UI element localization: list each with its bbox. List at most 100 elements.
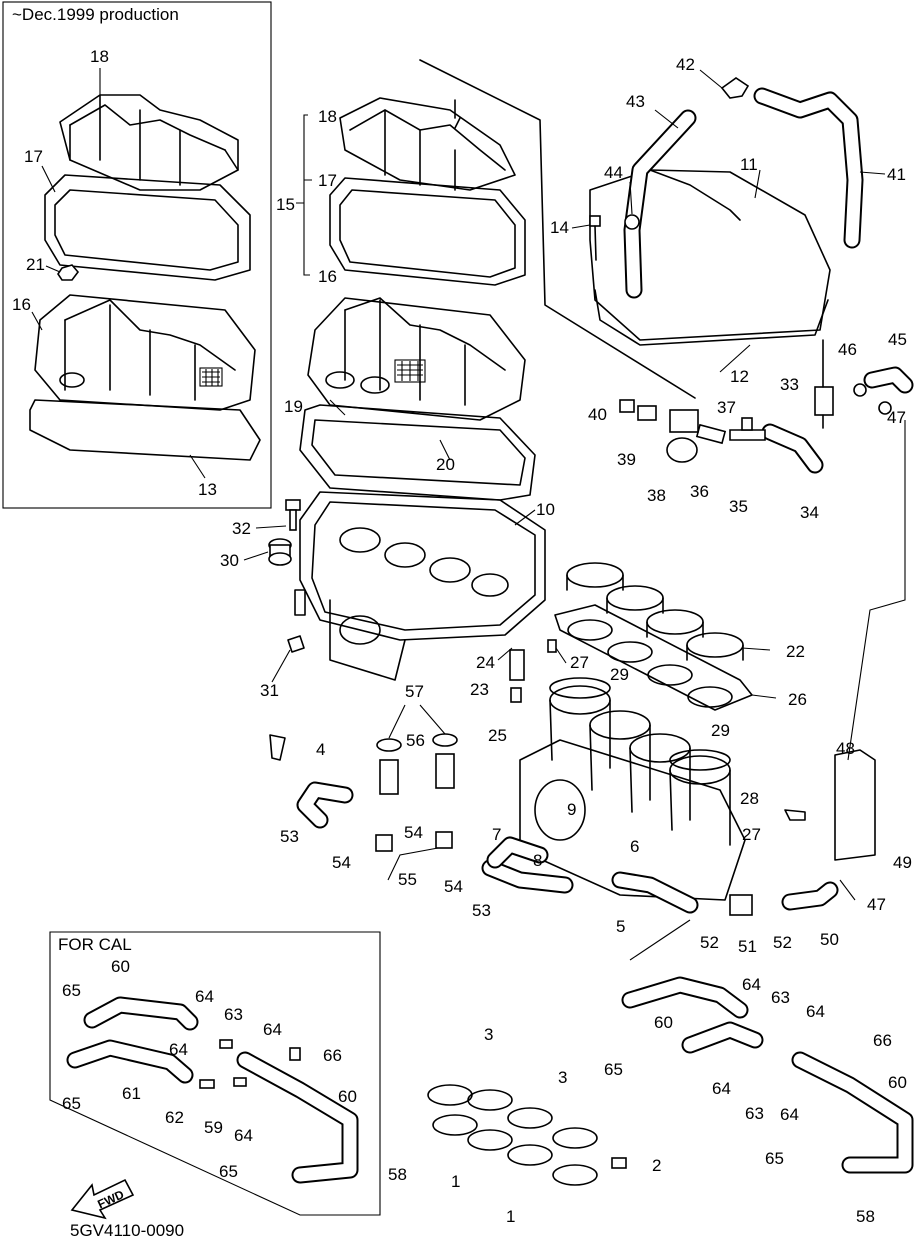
- part-30-grommet: [268, 538, 292, 566]
- part-37-joint: [669, 409, 699, 433]
- callout-52: 52: [773, 933, 792, 952]
- callout-33: 33: [780, 375, 799, 394]
- part-10-airbox-lower: [294, 491, 546, 681]
- callout-25: 25: [488, 726, 507, 745]
- callout-16: 16: [12, 295, 31, 314]
- callout-42: 42: [676, 55, 695, 74]
- callout-36: 36: [690, 482, 709, 501]
- callout-44: 44: [604, 163, 623, 182]
- callout-10: 10: [536, 500, 555, 519]
- part-44-clip: [624, 214, 640, 230]
- cal-hose-58: [236, 1051, 359, 1184]
- callout-15: 15: [276, 195, 295, 214]
- callout-21: 21: [26, 255, 45, 274]
- part-13-gasket-inset: [29, 399, 261, 461]
- part-11-breather-cover: [589, 169, 831, 346]
- callout-63: 63: [771, 988, 790, 1007]
- callout-4: 4: [316, 740, 325, 759]
- part-21-nut: [57, 264, 80, 281]
- inset-frame-for-cal: [49, 931, 381, 1216]
- callout-58: 58: [388, 1165, 407, 1184]
- callout-13: 13: [198, 480, 217, 499]
- part-2-screw: [611, 1157, 627, 1169]
- part-53-hose-upper: [296, 781, 354, 829]
- callout-9: 9: [567, 800, 576, 819]
- callout-22: 22: [786, 642, 805, 661]
- callout-52: 52: [700, 933, 719, 952]
- airbox-upper-assembly: [299, 59, 696, 501]
- part-16-element: [307, 297, 526, 421]
- callout-29: 29: [711, 721, 730, 740]
- inset-frame-dec-1999: [2, 1, 272, 509]
- callout-60: 60: [888, 1073, 907, 1092]
- leader-lines: [243, 69, 906, 961]
- callout-35: 35: [729, 497, 748, 516]
- callout-1: 1: [506, 1207, 515, 1226]
- cal-part-62: [199, 1079, 215, 1089]
- callout-65: 65: [604, 1060, 623, 1079]
- callout-12: 12: [730, 367, 749, 386]
- callout-53: 53: [280, 827, 299, 846]
- part-4-clip: [269, 734, 286, 761]
- part-48-bracket: [834, 749, 876, 861]
- callout-1: 1: [451, 1172, 460, 1191]
- callout-14: 14: [550, 218, 569, 237]
- cal-part-63: [219, 1039, 233, 1049]
- part-35-tee: [729, 417, 766, 441]
- part-14-screw: [589, 215, 601, 261]
- part-33-valve: [814, 339, 834, 429]
- part-42-fitting: [720, 77, 750, 99]
- callout-40: 40: [588, 405, 607, 424]
- part-41-hose: [753, 87, 864, 249]
- cal-part-59: [233, 1077, 247, 1087]
- callout-50: 50: [820, 930, 839, 949]
- part-9-throttle-body: [519, 685, 746, 901]
- part-53-hose-lower: [481, 859, 574, 894]
- callout-54: 54: [332, 853, 351, 872]
- callout-60: 60: [654, 1013, 673, 1032]
- callout-63: 63: [224, 1005, 243, 1024]
- callout-24: 24: [476, 653, 495, 672]
- inset-top-label: ~Dec.1999 production: [12, 5, 179, 24]
- callout-17: 17: [318, 171, 337, 190]
- part-38-cap: [666, 437, 698, 463]
- part-56-pipes: [379, 753, 455, 795]
- part-51-valve: [729, 894, 753, 916]
- callout-59: 59: [204, 1118, 223, 1137]
- callout-60: 60: [111, 957, 130, 976]
- figure-code: 5GV4110-0090: [70, 1221, 184, 1240]
- part-43-hose: [623, 109, 697, 299]
- part-29-clamps: [549, 677, 731, 771]
- part-17-cover-inset: [44, 174, 251, 281]
- callout-54: 54: [404, 823, 423, 842]
- callout-65: 65: [62, 981, 81, 1000]
- callout-66: 66: [873, 1031, 892, 1050]
- callout-60: 60: [338, 1087, 357, 1106]
- callout-64: 64: [712, 1079, 731, 1098]
- inset-for-cal: FOR CAL: [49, 931, 381, 1216]
- fwd-label: FWD: [95, 1187, 126, 1211]
- callout-53: 53: [472, 901, 491, 920]
- part-45-hose: [863, 366, 914, 394]
- callout-43: 43: [626, 92, 645, 111]
- part-27-bolt: [547, 639, 557, 653]
- callout-6: 6: [630, 837, 639, 856]
- callout-19: 19: [284, 397, 303, 416]
- cal-hose-60: [83, 996, 199, 1031]
- cal-part-66: [289, 1047, 301, 1061]
- callout-26: 26: [788, 690, 807, 709]
- fwd-arrow-icon: FWD: [70, 1178, 135, 1220]
- callout-46: 46: [838, 340, 857, 359]
- callout-30: 30: [220, 551, 239, 570]
- inset-dec-1999: ~Dec.1999 production: [2, 1, 272, 509]
- callout-64: 64: [742, 975, 761, 994]
- part-40-cap: [619, 399, 635, 413]
- callout-64: 64: [195, 987, 214, 1006]
- callout-64: 64: [234, 1126, 253, 1145]
- part-31-clip: [287, 635, 305, 653]
- part-23-pipe: [509, 649, 525, 681]
- callout-66: 66: [323, 1046, 342, 1065]
- callout-29: 29: [610, 665, 629, 684]
- part-46-clamp: [853, 383, 867, 397]
- callout-2: 2: [652, 1156, 661, 1175]
